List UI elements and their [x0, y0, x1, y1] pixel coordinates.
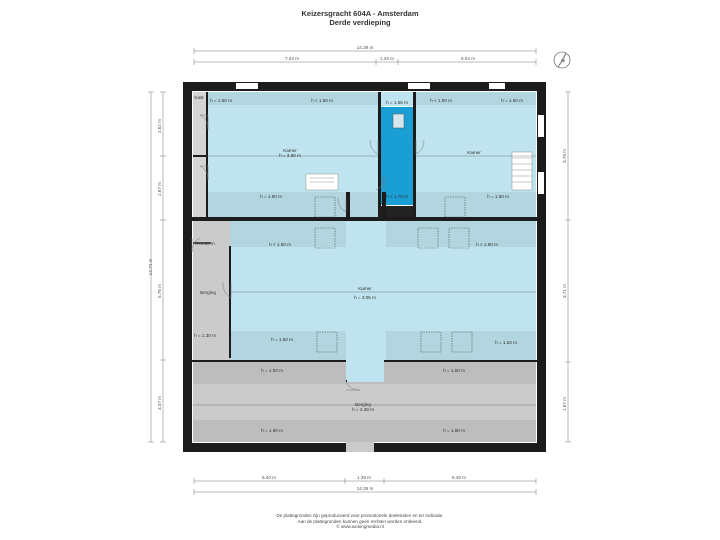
label-h-lt-150-mid: h < 1.50 m: [269, 242, 291, 247]
ceiling-lines: [193, 155, 536, 406]
berging-left: [193, 221, 212, 361]
label-h-150-storage-b: h = 1.50 m: [443, 368, 465, 373]
label-h-150-c: h = 1.50 m: [260, 194, 282, 199]
page-subtitle: Derde verdieping: [329, 18, 391, 27]
dim-top-left: 7.32 m: [285, 56, 299, 61]
label-h-lt-150: h < 1.50 m: [311, 98, 333, 103]
label-h-lt-150-mid-b: h < 1.50 m: [476, 242, 498, 247]
closet-strip: [193, 92, 206, 217]
label-kamer-1: Kamer: [283, 148, 297, 153]
label-berging-bottom: Berging: [355, 402, 371, 407]
top-dimension-lines: [193, 48, 537, 65]
stair-hatch-icon: [305, 173, 339, 191]
label-kamer-main-h: h = 3.05 m: [354, 295, 376, 300]
dim-right-1: 3.78 m: [562, 149, 567, 163]
dim-bottom-left: 6.40 m: [262, 475, 276, 480]
label-h-179: h < 1.79 m: [386, 194, 408, 199]
label-h-150-mid-bottom: h = 1.50 m: [271, 337, 293, 342]
label-h-190-b: h = 1.90 m: [443, 428, 465, 433]
label-h-130: h = 1.30 m: [194, 333, 216, 338]
label-h-150-right: h = 1.50 m: [501, 98, 523, 103]
low-zone-bottom-right: [416, 192, 536, 217]
low-zone-top-right: [416, 92, 536, 105]
bath-entry: [380, 92, 414, 106]
footer-line-1: De plattegronden zijn geproduceerd voor …: [276, 513, 444, 518]
label-kamer-main: Kamer: [358, 286, 372, 291]
label-berging-bottom-h: h = 2.38 m: [352, 407, 374, 412]
low-zone-top-left: [207, 92, 378, 105]
dim-left-2: 2.67 m: [157, 182, 162, 196]
dim-bottom-mid: 1.39 m: [357, 475, 371, 480]
label-h-190: h = 1.90 m: [261, 428, 283, 433]
right-dimension-lines: [565, 91, 571, 443]
footer-line-2: Aan de plattegronden kunnen geen rechten…: [297, 518, 423, 524]
door-swing-icons: [191, 114, 425, 391]
dim-right-2: 3.71 m: [562, 284, 567, 298]
dim-left-4: 3.37 m: [157, 396, 162, 410]
label-h-180: h = 1.80 m: [487, 194, 509, 199]
dim-left-3: 5.76 m: [157, 284, 162, 298]
label-h-small: h<1.50 m: [195, 241, 214, 246]
footer-line-3: © www.woningmedia.nl: [336, 524, 384, 530]
page-title: Keizersgracht 604A - Amsterdam: [301, 9, 419, 18]
low-zone-mid-bottom-left: [212, 331, 346, 361]
label-h-150: h = 1.50 m: [210, 98, 232, 103]
compass-letter: N: [561, 58, 565, 63]
bath-grate: [381, 206, 413, 217]
dim-top-right: 5.04 m: [461, 56, 475, 61]
toilet-icon: [392, 113, 405, 129]
low-zone-mid-top-left: [212, 221, 346, 247]
low-zone-mid-top-right: [386, 221, 536, 247]
dim-right-3: 1.67 m: [562, 397, 567, 411]
label-h-150-storage: h = 1.50 m: [261, 368, 283, 373]
label-kamer-1-h: h = 3.60 m: [279, 153, 301, 158]
skylight-icons: [314, 196, 473, 353]
window-marks: [236, 83, 544, 194]
dim-top-total: 14.39 m: [357, 45, 374, 50]
corridor: [346, 247, 386, 381]
bottom-dimension-lines: [193, 478, 537, 495]
footer-disclaimer: De plattegronden zijn geproduceerd voor …: [0, 513, 720, 530]
dim-left-total: 14.74 m: [148, 259, 153, 276]
staircase-icon: [511, 151, 533, 191]
low-zone-bottom-left: [207, 192, 378, 217]
compass-icon: N: [553, 51, 571, 69]
label-berging-left: Berging: [200, 290, 216, 295]
dim-bottom-total: 14.39 m: [357, 486, 374, 491]
label-h-153: h = 1.53 m: [495, 340, 517, 345]
low-zone-mid-bottom-right: [386, 331, 536, 361]
label-h-lt-150-b: h < 1.50 m: [430, 98, 452, 103]
label-kast: Kast: [194, 95, 204, 100]
label-kamer-2: Kamer: [467, 150, 481, 155]
dim-bottom-right: 6.40 m: [452, 475, 466, 480]
left-dimension-lines: [148, 91, 166, 443]
label-h-155: h = 1.55 m: [386, 100, 408, 105]
dim-top-mid: 1.26 m: [380, 56, 394, 61]
dim-left-1: 2.62 m: [157, 119, 162, 133]
